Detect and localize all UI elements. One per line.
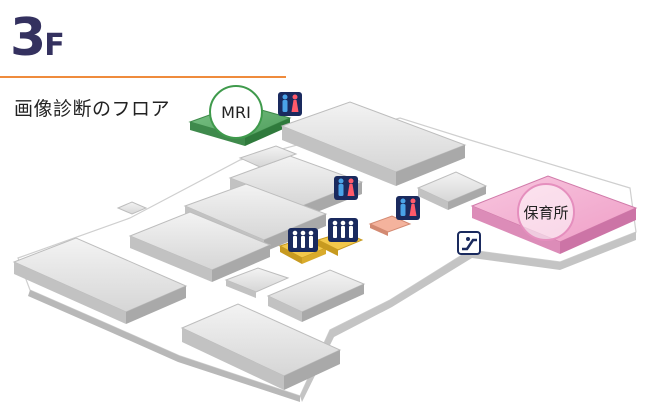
mri-marker[interactable]: MRI [209, 85, 263, 139]
title-divider [0, 76, 286, 78]
restroom-icon[interactable] [396, 196, 420, 220]
mri-label: MRI [221, 103, 251, 122]
floor-number: 3 [10, 8, 46, 68]
page-subtitle: 画像診断のフロア [14, 98, 171, 120]
building-block [224, 267, 290, 298]
building-block [416, 171, 488, 210]
nursery-marker[interactable]: 保育所 [517, 183, 575, 241]
building-block [128, 211, 272, 282]
building-block [238, 145, 298, 168]
restroom-icon[interactable] [328, 218, 358, 242]
floor-letter: F [44, 28, 65, 63]
building-block [266, 269, 366, 322]
restroom-icon[interactable] [278, 92, 302, 116]
escalator-icon[interactable] [457, 231, 481, 255]
nursery-label: 保育所 [523, 204, 568, 222]
building-block [116, 201, 148, 215]
building-block [280, 101, 467, 186]
building-block [12, 237, 188, 324]
restroom-icon[interactable] [288, 228, 318, 252]
floor-label: 3F [10, 8, 65, 72]
restroom-icon[interactable] [334, 176, 358, 200]
building-block [180, 303, 342, 390]
